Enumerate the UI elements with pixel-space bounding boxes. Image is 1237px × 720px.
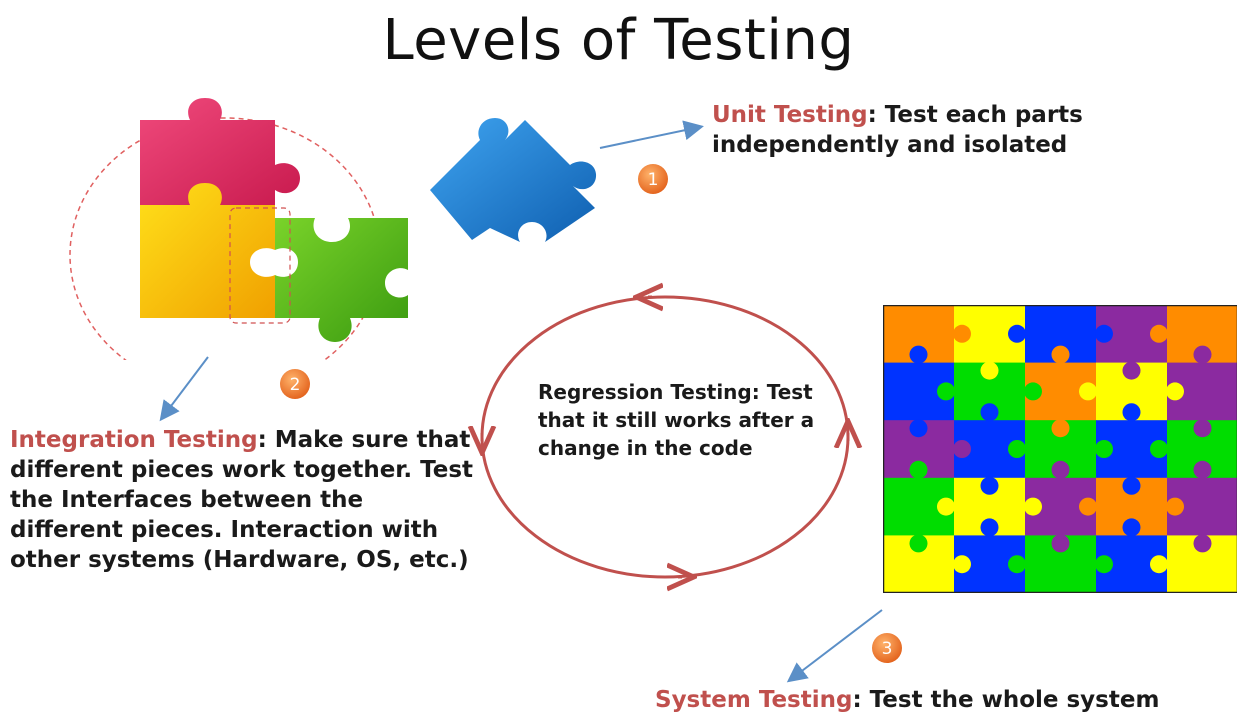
grid-knob — [1193, 345, 1212, 364]
grid-knob — [1122, 403, 1141, 422]
grid-knob — [1122, 518, 1141, 537]
grid-knob — [1150, 440, 1168, 458]
grid-knob — [1193, 460, 1212, 479]
grid-knob — [1051, 345, 1070, 364]
grid-knob — [953, 324, 971, 343]
grid-knob — [1150, 555, 1168, 574]
unit-testing-description: : Test each parts independently and isol… — [712, 102, 1083, 158]
grid-knob — [909, 345, 928, 364]
grid-knob — [1024, 382, 1042, 401]
grid-knob — [953, 440, 971, 458]
red-puzzle-piece — [140, 98, 300, 205]
grid-knob — [1051, 534, 1070, 553]
grid-knob — [1008, 324, 1026, 343]
grid-knob — [1079, 382, 1097, 401]
grid-knob — [1095, 324, 1113, 343]
system-testing-description: : Test the whole system — [852, 687, 1160, 713]
grid-knob — [953, 555, 971, 574]
green-puzzle-piece — [275, 218, 408, 342]
grid-knob — [980, 476, 999, 495]
grid-knob — [1051, 460, 1070, 479]
step-3-number: 3 — [882, 639, 893, 659]
grid-knob — [1122, 476, 1141, 495]
integration-testing-label: Integration Testing — [10, 427, 258, 453]
integration-puzzle-illustration — [69, 98, 408, 360]
grid-knob — [1122, 361, 1141, 380]
grid-knob — [1008, 555, 1026, 574]
grid-cells — [883, 305, 1237, 593]
grid-knob — [1051, 419, 1070, 438]
grid-knob — [1166, 382, 1184, 401]
grid-knob — [1193, 419, 1212, 438]
grid-knob — [1095, 440, 1113, 458]
grid-knob — [980, 361, 999, 380]
page-title: Levels of Testing — [382, 8, 855, 73]
integration-testing-description: : Make sure that different pieces work t… — [10, 427, 474, 573]
step-1-number: 1 — [648, 170, 659, 190]
grid-knob — [980, 518, 999, 537]
grid-knob — [1166, 497, 1184, 516]
unit-arrow — [599, 120, 704, 149]
integration-testing-block: Integration Testing: Make sure that diff… — [10, 425, 480, 575]
unit-testing-label: Unit Testing — [712, 102, 868, 128]
unit-puzzle-illustration — [430, 118, 597, 242]
blue-puzzle-piece — [430, 118, 597, 242]
grid-knob — [937, 497, 955, 516]
system-puzzle-grid — [883, 305, 1237, 593]
grid-knob — [1024, 497, 1042, 516]
grid-border — [883, 305, 1237, 593]
regression-testing-description: : Test that it still works after a chang… — [538, 380, 815, 460]
unit-testing-block: Unit Testing: Test each parts independen… — [712, 100, 1172, 160]
system-arrow — [786, 609, 883, 683]
grid-knob — [1079, 497, 1097, 516]
grid-knob — [909, 419, 928, 438]
grid-knob — [909, 534, 928, 553]
grid-knob — [980, 403, 999, 422]
step-3-badge: 3 — [872, 633, 902, 663]
grid-knob — [1095, 555, 1113, 574]
grid-knob — [909, 460, 928, 479]
grid-knob — [1193, 534, 1212, 553]
yellow-puzzle-piece — [140, 183, 275, 318]
grid-knob — [1008, 440, 1026, 458]
system-testing-label: System Testing — [655, 687, 853, 713]
grid-knob — [937, 382, 955, 401]
step-1-badge: 1 — [638, 164, 668, 194]
regression-testing-block: Regression Testing: Test that it still w… — [538, 378, 828, 462]
integration-arrow — [159, 356, 209, 422]
step-2-number: 2 — [290, 375, 301, 395]
interface-highlight — [229, 207, 291, 324]
grid-knob — [1150, 324, 1168, 343]
system-testing-block: System Testing: Test the whole system — [655, 685, 1237, 715]
step-2-badge: 2 — [280, 369, 310, 399]
regression-testing-label: Regression Testing — [538, 380, 752, 404]
